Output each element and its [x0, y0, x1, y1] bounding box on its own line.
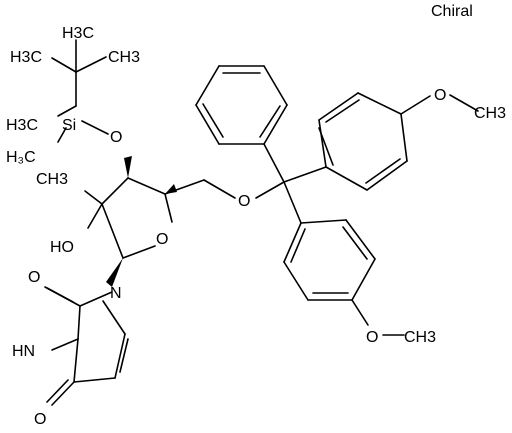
atom-h3c-tbs-bottom: H3C	[6, 117, 38, 134]
atom-h3c-silicon-methyl: H₃C	[6, 149, 36, 166]
atom-o-silyl-ether: O	[110, 129, 122, 146]
atom-o-carbonyl-top: O	[28, 269, 40, 286]
atom-si: Si	[62, 117, 76, 134]
atom-labels: O CH3 O CH3 H3C CH3 H3C Si O H3C H₃C O C…	[6, 25, 506, 428]
atom-nh: HN	[12, 343, 35, 360]
atom-ch3-methoxy-top: CH3	[474, 105, 506, 122]
atom-ch3-tbs-top: CH3	[108, 49, 140, 66]
atom-h3c-tbs-top: H3C	[10, 49, 42, 66]
atom-o-methoxy-top: O	[434, 87, 446, 104]
atom-ch3-c2: CH3	[36, 171, 68, 188]
atom-o-methoxy-bottom: O	[366, 329, 378, 346]
atom-h3c-tbs-mid: H3C	[62, 25, 94, 42]
atom-o-trityl-ether: O	[238, 193, 250, 210]
chiral-label: Chiral	[431, 3, 473, 20]
atom-ch3-methoxy-bottom: CH3	[404, 329, 436, 346]
atom-ho: HO	[50, 239, 74, 256]
stereo-bonds	[106, 156, 177, 287]
atom-n1: N	[110, 285, 122, 302]
atom-o-carbonyl-bottom: O	[34, 411, 46, 428]
bonds	[44, 39, 479, 406]
atom-o-ring: O	[156, 231, 168, 248]
